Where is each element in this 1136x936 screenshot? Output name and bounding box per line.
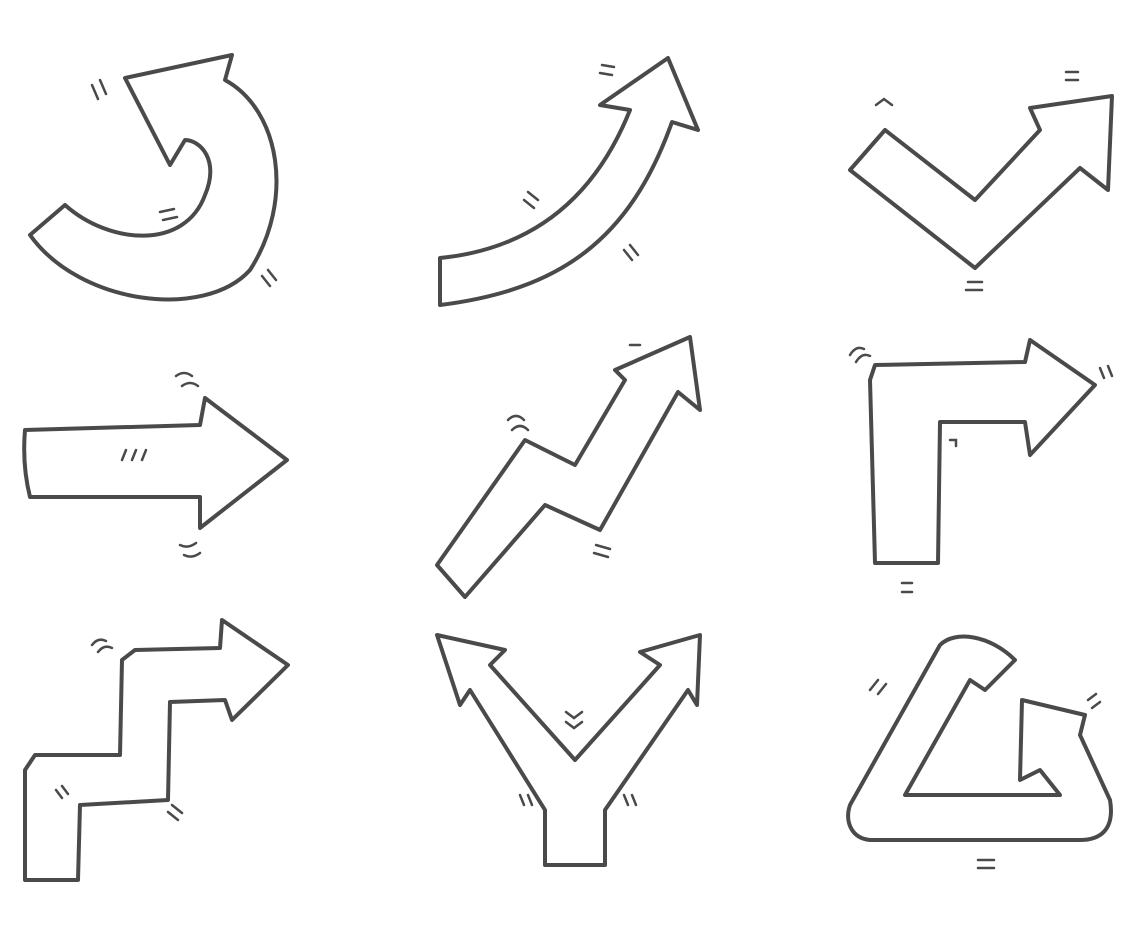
hook-arrow-icon [28,53,279,302]
staircase-arrow-icon [23,618,290,882]
corner-right-arrow-icon [848,338,1114,594]
right-arrow-icon [22,371,289,558]
zigzag-up-arrow-icon [435,335,702,599]
triangle-loop-arrow-icon [846,634,1113,870]
checkmark-arrow-icon [848,70,1114,292]
curved-up-right-arrow-icon [438,56,700,307]
fork-arrow-icon [435,633,702,867]
